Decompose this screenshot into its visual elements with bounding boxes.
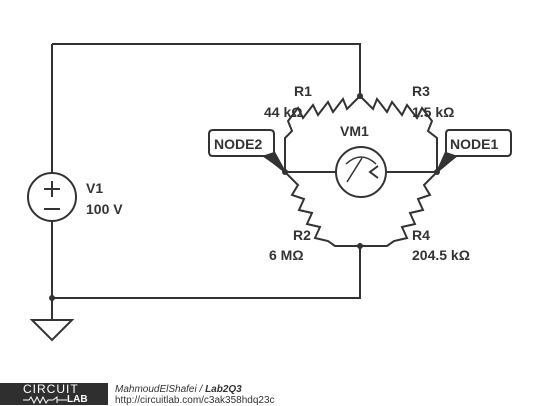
node2-label: NODE2 — [214, 136, 262, 152]
logo-resistor-icon — [23, 396, 67, 404]
logo-text-top: CIRCUIT — [23, 382, 79, 396]
r1-value: 44 kΩ — [264, 104, 302, 120]
footer-separator: / — [199, 384, 203, 395]
r4-value: 204.5 kΩ — [412, 247, 470, 263]
author-link[interactable]: MahmoudElShafei — [115, 384, 197, 395]
footer-url[interactable]: http://circuitlab.com/c3ak358hdq23c — [115, 395, 275, 406]
resistor-r1 — [284, 95, 361, 172]
v1-name: V1 — [86, 180, 103, 196]
logo-text-bottom: LAB — [67, 394, 88, 405]
node1-label: NODE1 — [450, 136, 498, 152]
circuitlab-logo[interactable]: CIRCUIT LAB — [0, 383, 108, 405]
ground-icon — [29, 298, 75, 342]
resistor-r3 — [359, 95, 438, 172]
circuit-schematic: NODE2 NODE1 V1 100 V R1 44 kΩ R3 1.5 kΩ … — [27, 43, 512, 342]
r2-name: R2 — [293, 227, 311, 243]
node2-tag — [208, 129, 286, 173]
project-link[interactable]: Lab2Q3 — [205, 384, 242, 395]
resistor-r4 — [360, 171, 438, 247]
footer-bar — [0, 383, 540, 405]
wire-bottom — [52, 246, 361, 299]
node1-tag — [436, 129, 512, 173]
r3-name: R3 — [412, 83, 430, 99]
junction-ground — [49, 295, 55, 301]
voltage-source-v1 — [27, 172, 77, 222]
vm1-label: VM1 — [340, 123, 369, 139]
resistor-r2 — [284, 171, 360, 247]
r1-name: R1 — [294, 83, 312, 99]
r4-name: R4 — [412, 227, 430, 243]
r2-value: 6 MΩ — [269, 247, 304, 263]
v1-value: 100 V — [86, 201, 123, 217]
footer-title: MahmoudElShafei / Lab2Q3 — [115, 384, 242, 395]
wire-top — [52, 43, 361, 96]
voltmeter-icon — [335, 146, 387, 198]
r3-value: 1.5 kΩ — [412, 104, 454, 120]
